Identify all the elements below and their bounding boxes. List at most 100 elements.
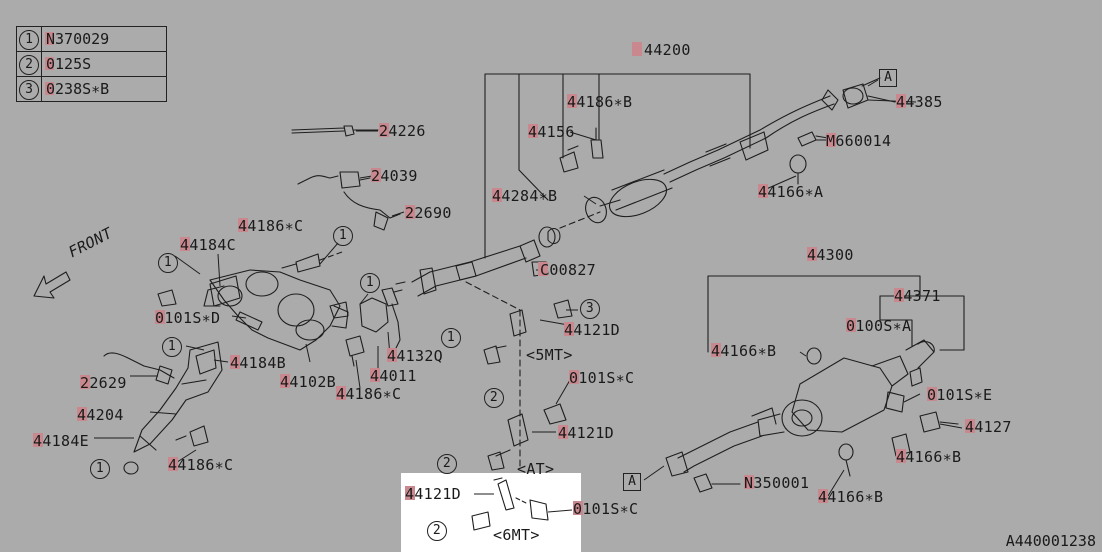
part-highlight-marker [336,386,346,400]
part-label-24039: 24039 [371,167,418,185]
part-label-44200: 44200 [644,41,691,59]
part-highlight-marker [965,419,975,433]
callout-marker: 1 [360,273,380,293]
part-highlight-marker [927,387,937,401]
part-highlight-marker [569,370,579,384]
part-label-44121d-5mt: 44121D [564,321,620,339]
part-highlight-marker [744,475,754,489]
exhaust-manifold [203,269,349,351]
part-label-44186c-top: 44186∗C [238,217,304,235]
part-highlight-marker [632,42,642,56]
part-label-0101sc-at: 0101S∗C [569,369,635,387]
legend-row: 2 0125S [16,51,167,77]
part-highlight-marker [371,168,381,182]
part-label-44102b: 44102B [280,373,336,391]
part-label-44156: 44156 [528,123,575,141]
part-highlight-marker [896,449,906,463]
part-highlight-marker [573,501,583,515]
part-label-m660014: M660014 [826,132,892,150]
part-label-0101se: 0101S∗E [927,386,993,404]
gasket-44385 [842,87,864,105]
part-label-44204: 44204 [77,406,124,424]
callout-marker: 1 [19,29,39,50]
part-label-44300: 44300 [807,246,854,264]
part-label-44121d-at: 44121D [558,424,614,442]
part-highlight-marker [168,457,178,471]
part-label-44186c-bot: 44186∗C [168,456,234,474]
part-highlight-marker [894,288,904,302]
part-highlight-marker [370,368,380,382]
part-label-44127: 44127 [965,418,1012,436]
part-label-44166b-lower: 44166∗B [818,488,884,506]
part-label-44184e: 44184E [33,432,89,450]
part-label-22690: 22690 [405,204,452,222]
part-label-0101sc-6mt: 0101S∗C [573,500,639,518]
part-highlight-marker [387,348,397,362]
lower-manifold-44204 [133,341,223,453]
part-highlight-marker [405,486,415,500]
connector-a-marker: A [623,473,641,491]
part-label-n350001: N350001 [744,474,810,492]
part-highlight-marker [77,407,87,421]
callout-marker: 3 [19,79,39,100]
part-label-44184b: 44184B [230,354,286,372]
callout-marker: 2 [427,521,447,541]
part-highlight-marker [180,237,190,251]
part-highlight-marker [818,489,828,503]
part-label-44166b-right: 44166∗B [896,448,962,466]
legend-row: 1 N370029 [16,26,167,52]
part-highlight-marker [846,318,856,332]
part-label-44121d-6mt: 44121D [405,485,461,503]
callout-marker: 1 [90,459,110,479]
part-highlight-marker [379,123,389,137]
part-highlight-marker [155,310,165,324]
part-highlight-marker [45,32,54,45]
part-highlight-marker [238,218,248,232]
part-label-44186c-mid: 44186∗C [336,385,402,403]
variant-note-at: <AT> [517,460,555,478]
part-label-44284b: 44284∗B [492,187,558,205]
front-exhaust-pipe [585,89,839,224]
callout-marker: 1 [158,253,178,273]
part-highlight-marker [758,184,768,198]
part-label-44371: 44371 [894,287,941,305]
part-label-44184c: 44184C [180,236,236,254]
legend-table: 1 N370029 2 0125S 3 0238S∗B [16,26,167,102]
callout-marker: 2 [437,454,457,474]
part-highlight-marker [80,375,90,389]
part-highlight-marker [896,94,906,108]
callout-marker: 2 [484,388,504,408]
part-highlight-marker [567,94,577,108]
part-label-44166a: 44166∗A [758,183,824,201]
callout-marker: 3 [580,299,600,319]
part-highlight-marker [807,247,817,261]
part-label-22629: 22629 [80,374,127,392]
part-highlight-marker [538,262,548,276]
legend-code: N370029 [46,30,110,48]
part-highlight-marker [45,57,54,70]
part-highlight-marker [33,433,43,447]
part-highlight-marker [558,425,568,439]
part-highlight-marker [280,374,290,388]
legend-code: 0125S [46,55,92,73]
variant-note-6mt: <6MT> [493,526,540,544]
part-highlight-marker [711,343,721,357]
part-highlight-marker [528,124,538,138]
part-highlight-marker [230,355,240,369]
part-highlight-marker [826,133,836,147]
variant-note-5mt: <5MT> [526,346,573,364]
callout-marker: 2 [19,54,39,75]
part-highlight-marker [564,322,574,336]
part-label-44186b: 44186∗B [567,93,633,111]
front-arrow-icon [33,271,71,299]
rear-muffler [665,339,935,477]
connector-a-marker: A [879,69,897,87]
part-label-24226: 24226 [379,122,426,140]
callout-marker: 1 [333,226,353,246]
part-label-0101sd: 0101S∗D [155,309,221,327]
diagram-reference-code: A440001238 [1005,532,1096,550]
part-highlight-marker [492,188,502,202]
callout-marker: 1 [162,337,182,357]
